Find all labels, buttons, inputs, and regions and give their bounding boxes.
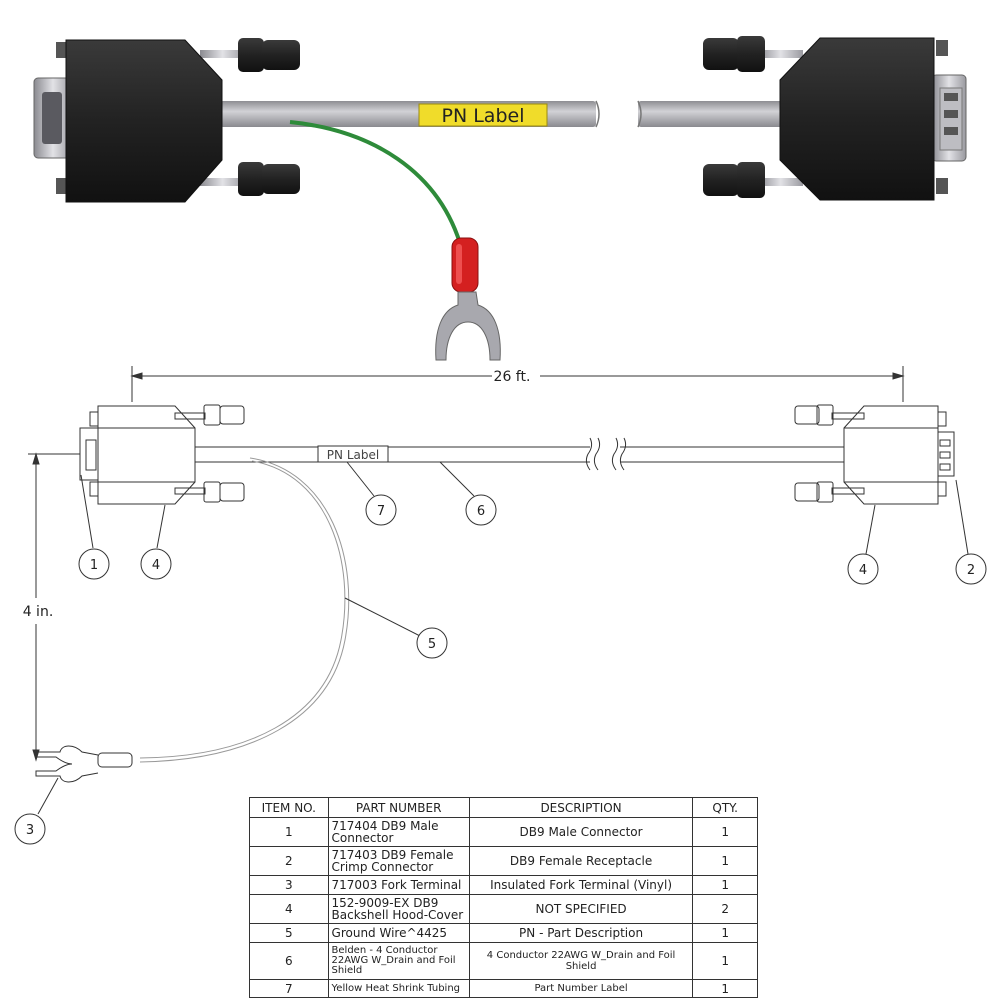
bom-item: 3 <box>249 875 329 895</box>
balloon-7: 7 <box>365 494 397 526</box>
bom-item: 7 <box>249 979 329 998</box>
table-row: 4 152-9009-EX DB9 Backshell Hood-Cover N… <box>249 894 758 924</box>
length-dimension: 26 ft. <box>494 369 531 385</box>
balloon-5: 5 <box>416 627 448 659</box>
left-connector-render <box>33 38 300 203</box>
bom-description: Insulated Fork Terminal (Vinyl) <box>468 875 694 895</box>
table-row: 1 717404 DB9 Male Connector DB9 Male Con… <box>249 817 758 847</box>
bom-description: 4 Conductor 22AWG W_Drain and Foil Shiel… <box>468 942 694 980</box>
svg-text:3: 3 <box>26 823 34 838</box>
bom-qty: 1 <box>692 817 758 847</box>
bom-qty: 1 <box>692 942 758 980</box>
svg-text:1: 1 <box>90 558 98 573</box>
bom-part: Yellow Heat Shrink Tubing <box>327 979 470 998</box>
bom-description: Part Number Label <box>468 979 694 998</box>
svg-text:4: 4 <box>859 563 867 578</box>
balloon-4-left: 4 <box>140 548 172 580</box>
bom-header-item: ITEM NO. <box>249 797 329 818</box>
bom-item: 5 <box>249 923 329 943</box>
bom-part: 152-9009-EX DB9 Backshell Hood-Cover <box>327 894 470 924</box>
bom-qty: 1 <box>692 979 758 998</box>
table-row: 5 Ground Wire^4425 PN - Part Description… <box>249 923 758 943</box>
bom-part: 717404 DB9 Male Connector <box>327 817 470 847</box>
bom-description: NOT SPECIFIED <box>468 894 694 924</box>
svg-text:6: 6 <box>477 504 485 519</box>
svg-text:2: 2 <box>967 563 975 578</box>
bom-part: Belden - 4 Conductor 22AWG W_Drain and F… <box>327 942 470 980</box>
balloon-2: 1 <box>78 548 110 580</box>
bom-part: 717003 Fork Terminal <box>327 875 470 895</box>
right-connector-render <box>703 36 967 201</box>
bom-description: DB9 Female Receptacle <box>468 846 694 876</box>
balloon-4-right: 4 <box>847 553 879 585</box>
ground-length-dimension: 4 in. <box>23 604 54 620</box>
bom-description: DB9 Male Connector <box>468 817 694 847</box>
bom-header-qty: QTY. <box>692 797 758 818</box>
table-row: 2 717403 DB9 Female Crimp Connector DB9 … <box>249 846 758 876</box>
pn-label-drawing-text: PN Label <box>327 448 379 462</box>
ground-wire-render <box>289 120 464 251</box>
balloon-3: 3 <box>14 813 46 845</box>
bill-of-materials-table: ITEM NO. PART NUMBER DESCRIPTION QTY. 1 … <box>249 797 758 998</box>
pn-label-render: PN Label <box>418 103 548 127</box>
bom-qty: 1 <box>692 846 758 876</box>
svg-text:7: 7 <box>377 504 385 519</box>
pn-label-render-text: PN Label <box>442 105 525 127</box>
balloon-1: 2 <box>955 553 987 585</box>
balloons: 1 4 7 6 5 3 4 2 <box>14 494 987 845</box>
table-row: 6 Belden - 4 Conductor 22AWG W_Drain and… <box>249 942 758 980</box>
bom-qty: 1 <box>692 923 758 943</box>
render-view: PN Label <box>33 36 967 361</box>
line-drawing-view <box>28 366 969 815</box>
cable-render-right <box>638 101 786 127</box>
table-row: 7 Yellow Heat Shrink Tubing Part Number … <box>249 979 758 998</box>
bom-qty: 1 <box>692 875 758 895</box>
svg-text:5: 5 <box>428 637 436 652</box>
bom-description: PN - Part Description <box>468 923 694 943</box>
bom-item: 2 <box>249 846 329 876</box>
table-row: 3 717003 Fork Terminal Insulated Fork Te… <box>249 875 758 895</box>
bom-header-part: PART NUMBER <box>327 797 470 818</box>
balloon-6: 6 <box>465 494 497 526</box>
bom-part: 717403 DB9 Female Crimp Connector <box>327 846 470 876</box>
bom-item: 4 <box>249 894 329 924</box>
svg-text:4: 4 <box>152 558 160 573</box>
bom-item: 1 <box>249 817 329 847</box>
bom-qty: 2 <box>692 894 758 924</box>
fork-terminal-render <box>435 237 501 361</box>
bom-header-description: DESCRIPTION <box>468 797 694 818</box>
bom-header-row: ITEM NO. PART NUMBER DESCRIPTION QTY. <box>249 797 758 818</box>
bom-part: Ground Wire^4425 <box>327 923 470 943</box>
bom-item: 6 <box>249 942 329 980</box>
